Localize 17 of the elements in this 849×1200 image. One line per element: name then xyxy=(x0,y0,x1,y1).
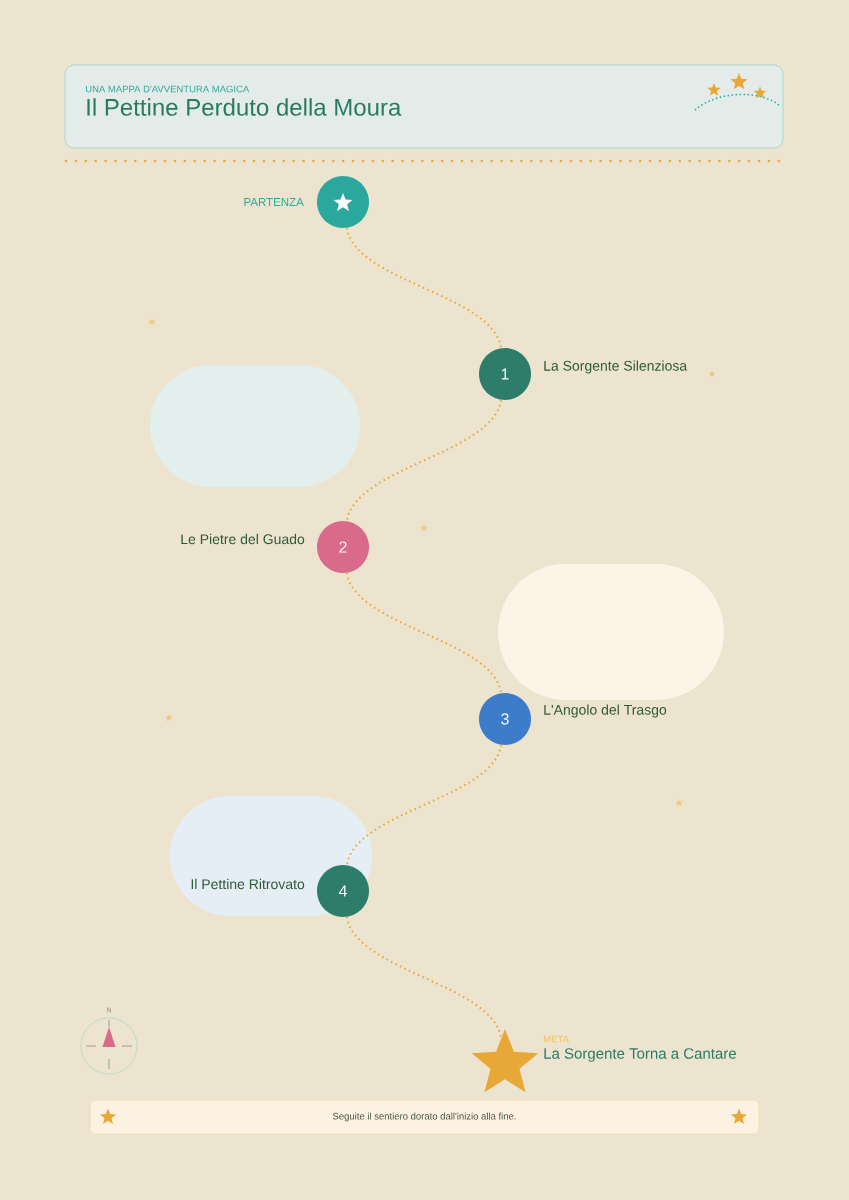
star-shape xyxy=(471,1029,539,1093)
place-name: La Sorgente Torna a Cantare xyxy=(544,1048,736,1062)
subtitle: UNA MAPPA D'AVVENTURA MAGICA xyxy=(85,85,250,93)
dotted-path xyxy=(345,398,503,523)
title: Il Pettine Perduto della Moura xyxy=(87,98,402,116)
route-circle xyxy=(317,176,369,228)
place-name: Il Pettine Ritrovato xyxy=(191,878,305,890)
stop-label: META xyxy=(544,1035,569,1043)
stop-label: PARTENZA xyxy=(244,198,304,206)
place-name: Le Pietre del Guado xyxy=(181,533,305,545)
dotted-path xyxy=(345,743,503,867)
place-name: La Sorgente Silenziosa xyxy=(544,360,688,374)
dotted-path xyxy=(345,915,503,1040)
caption-banner: Seguite il sentiero dorato dall'inizio alla fine. xyxy=(89,1099,760,1135)
dotted-path xyxy=(345,226,503,350)
dotted-path xyxy=(345,571,503,695)
place-name: L'Angolo del Trasgo xyxy=(544,704,667,718)
